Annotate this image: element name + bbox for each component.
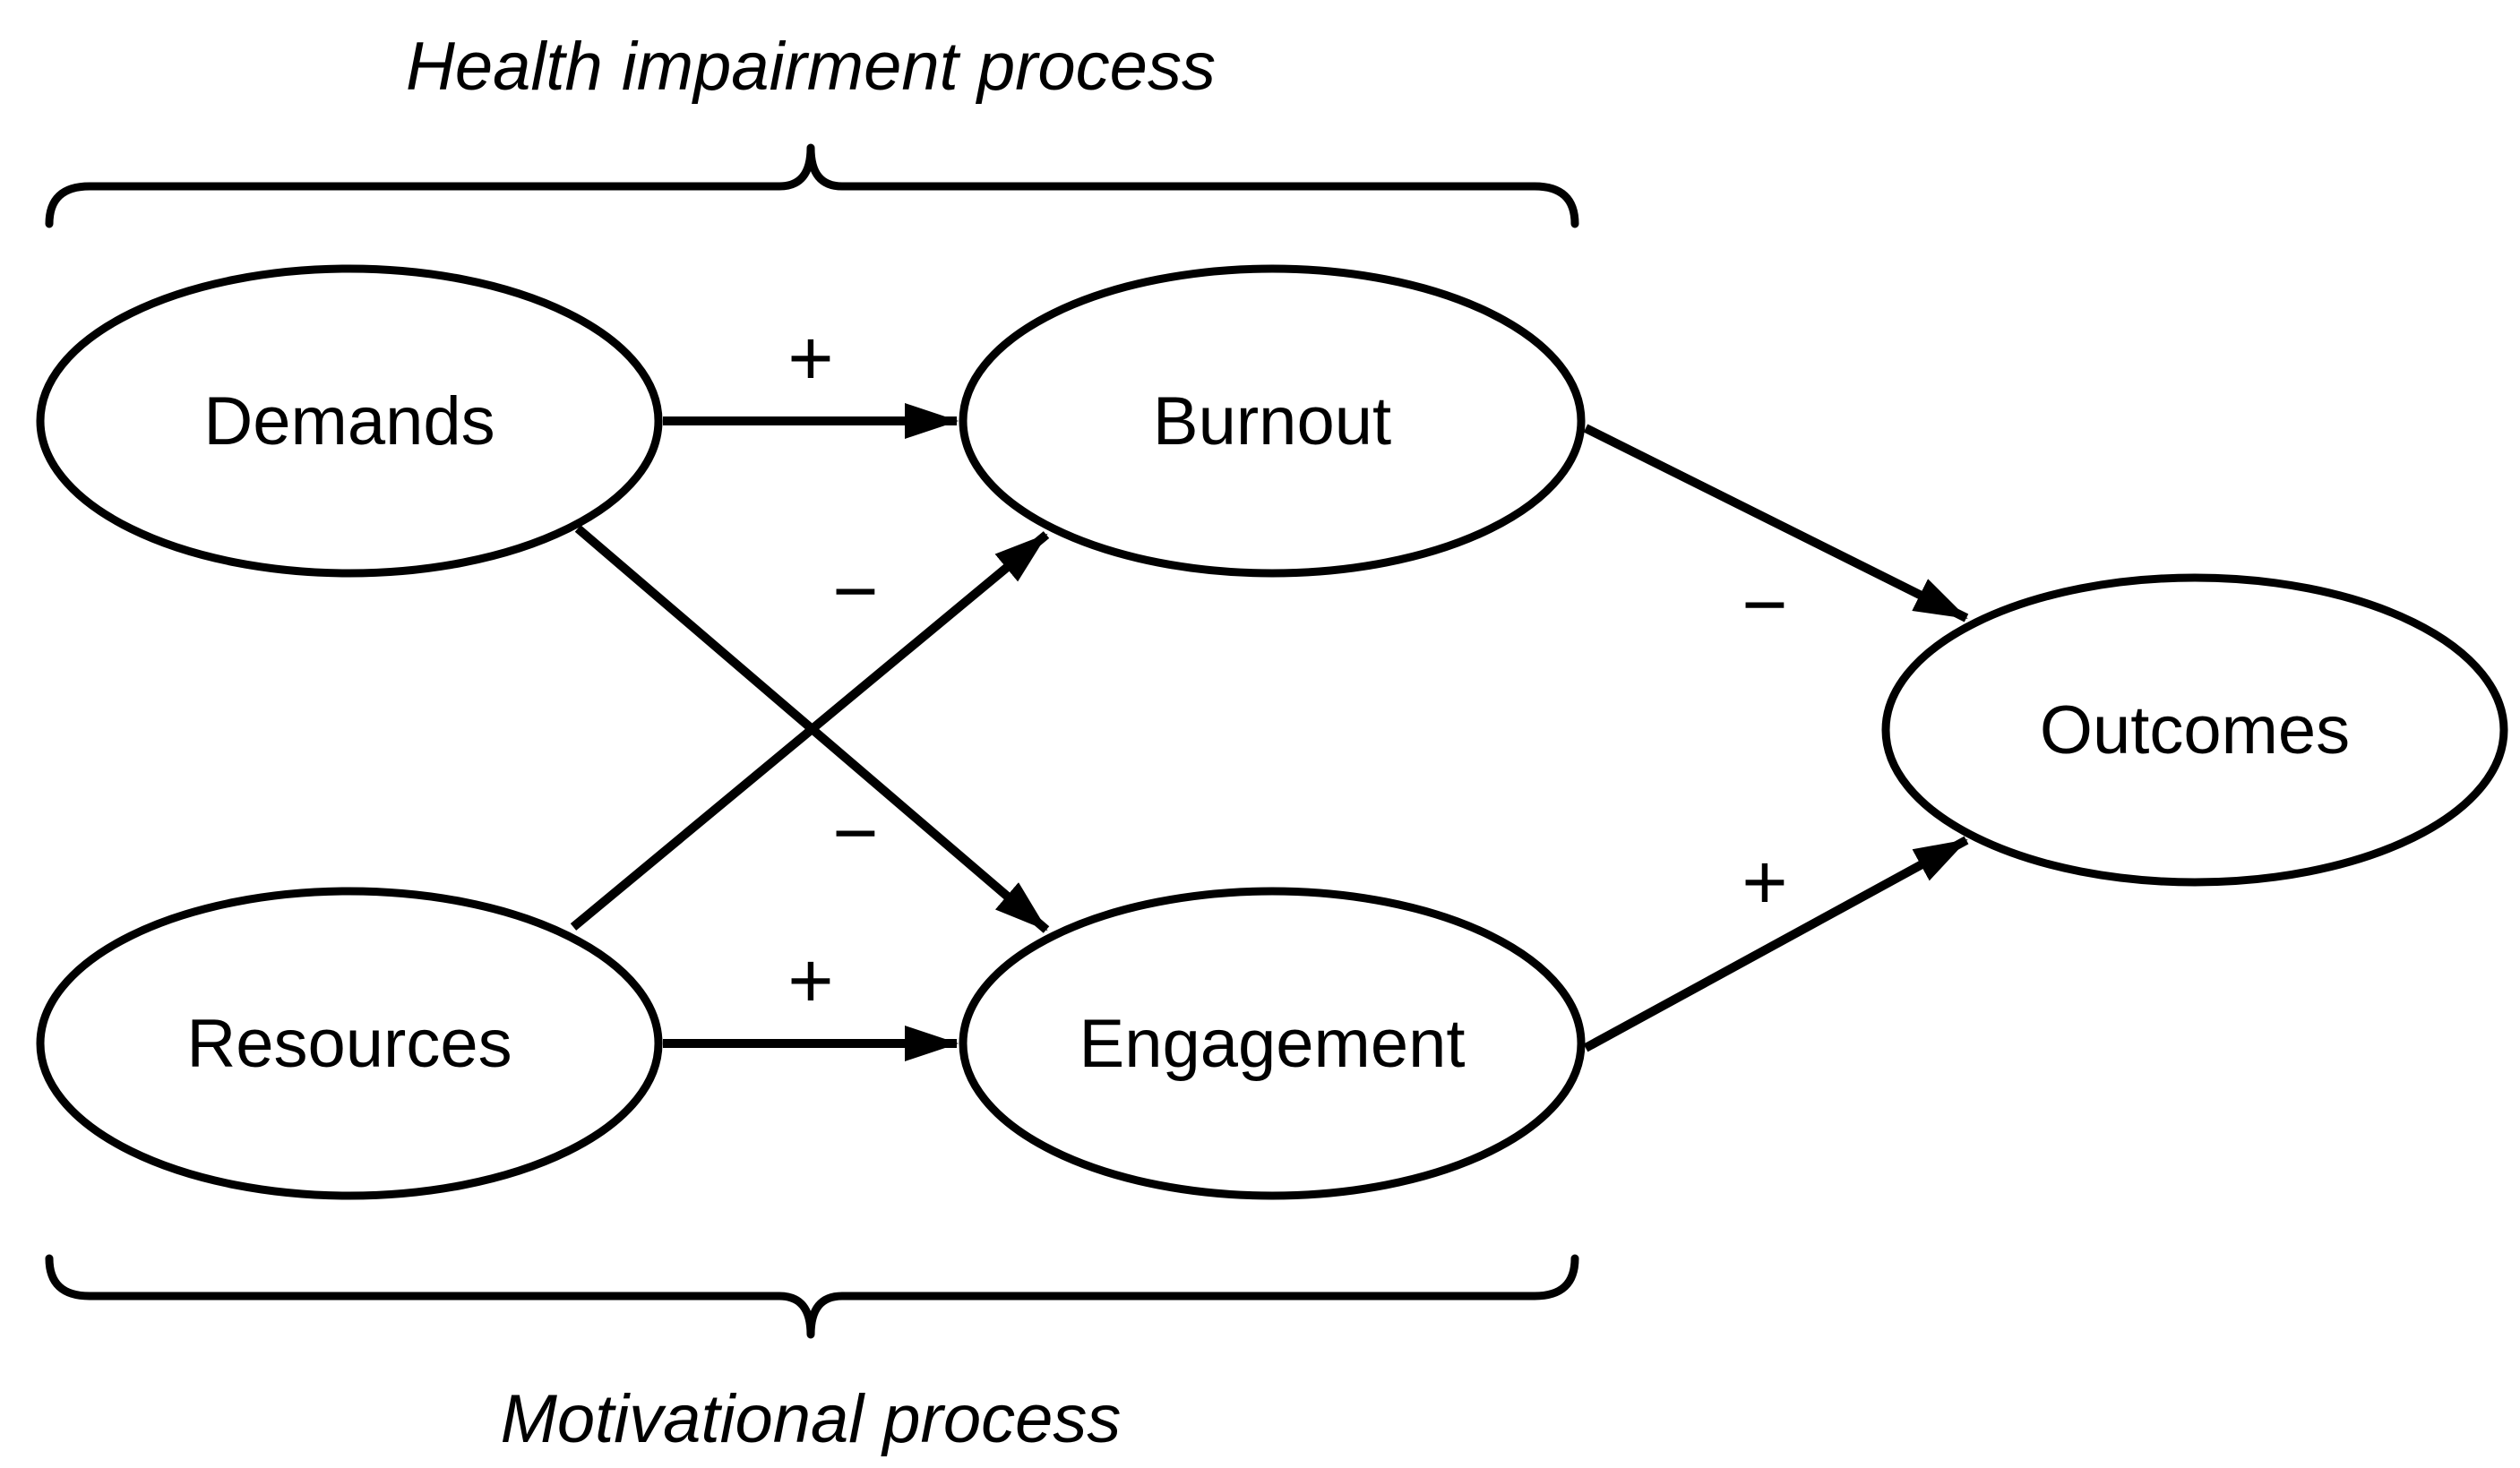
sign-engagement-outcomes: +	[1742, 837, 1787, 926]
edge-resources-burnout	[570, 531, 1050, 931]
motivational-process-label: Motivational process	[501, 1381, 1122, 1457]
node-demands: Demands	[36, 264, 663, 578]
node-outcomes-label: Outcomes	[2040, 692, 2350, 768]
node-demands-label: Demands	[203, 383, 495, 459]
edge-engagement-outcomes	[1583, 836, 1969, 1052]
motivational-brace	[45, 1254, 1579, 1339]
node-outcomes: Outcomes	[1881, 573, 2508, 887]
sign-demands-burnout: +	[787, 313, 833, 402]
health-impairment-brace	[45, 143, 1579, 228]
sign-resources-engagement: +	[787, 936, 833, 1025]
sign-burnout-outcomes: −	[1742, 560, 1787, 648]
node-outcomes-shape	[1881, 573, 2508, 887]
node-burnout-label: Burnout	[1153, 383, 1391, 459]
node-burnout: Burnout	[959, 264, 1586, 578]
node-engagement-shape	[959, 887, 1586, 1200]
sign-demands-engagement: −	[832, 788, 878, 877]
node-demands-shape	[36, 264, 663, 578]
health-impairment-process-label: Health impairment process	[406, 29, 1216, 105]
node-engagement: Engagement	[959, 887, 1586, 1200]
edge-burnout-outcomes	[1583, 424, 1969, 622]
sign-resources-burnout: −	[832, 546, 878, 635]
node-resources: Resources	[36, 887, 663, 1200]
node-engagement-label: Engagement	[1079, 1006, 1466, 1082]
node-resources-shape	[36, 887, 663, 1200]
node-burnout-shape	[959, 264, 1586, 578]
node-resources-label: Resources	[186, 1006, 512, 1082]
